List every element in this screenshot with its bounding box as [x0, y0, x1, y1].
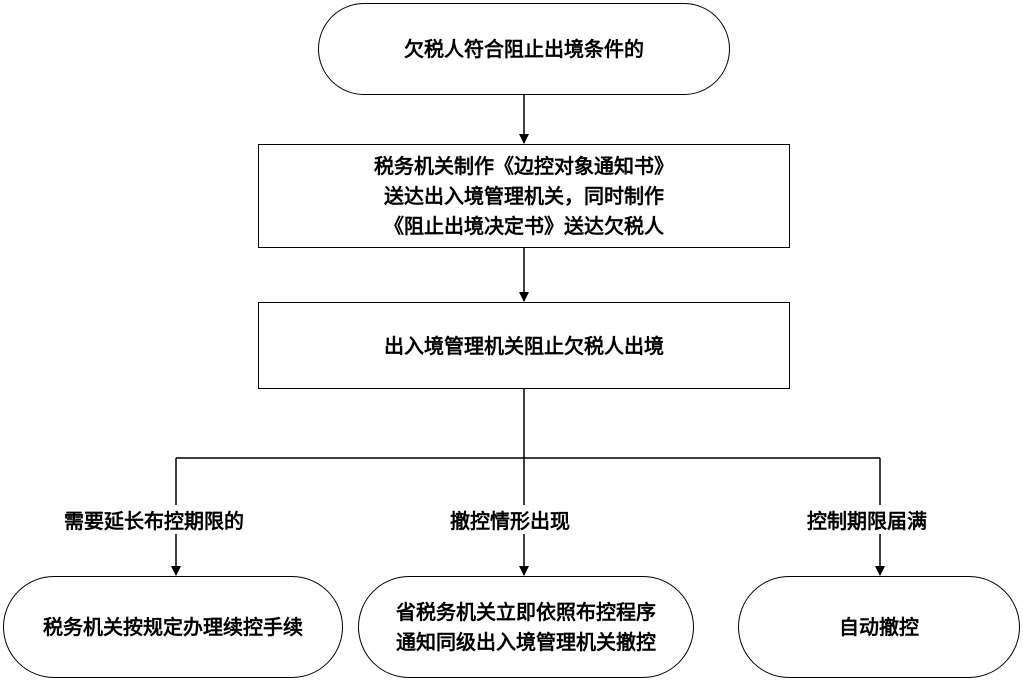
step-block-exit-text: 出入境管理机关阻止欠税人出境: [384, 333, 664, 358]
outcome-renew-text: 税务机关按规定办理续控手续: [43, 615, 303, 639]
outcome-revoke-node: 省税务机关立即依照布控程序 通知同级出入境管理机关撤控: [358, 576, 694, 678]
step-block-exit-node: 出入境管理机关阻止欠税人出境: [258, 302, 790, 389]
branch-label-revoke: 撤控情形出现: [448, 505, 572, 534]
outcome-auto-revoke-node: 自动撤控: [738, 576, 1020, 678]
step-notify-line-3: 《阻止出境决定书》送达欠税人: [384, 214, 664, 238]
outcome-revoke-line-1: 省税务机关立即依照布控程序: [396, 600, 656, 624]
outcome-renew-node: 税务机关按规定办理续控手续: [3, 576, 343, 678]
outcome-revoke-line-2: 通知同级出入境管理机关撤控: [396, 630, 656, 654]
step-notify-node: 税务机关制作《边控对象通知书》 送达出入境管理机关，同时制作 《阻止出境决定书》…: [258, 144, 790, 248]
step-notify-line-2: 送达出入境管理机关，同时制作: [384, 184, 664, 208]
branch-label-expire: 控制期限届满: [805, 505, 929, 534]
outcome-auto-revoke-text: 自动撤控: [839, 615, 919, 639]
start-text: 欠税人符合阻止出境条件的: [404, 37, 644, 61]
start-node: 欠税人符合阻止出境条件的: [318, 3, 730, 95]
step-notify-line-1: 税务机关制作《边控对象通知书》: [374, 154, 674, 178]
branch-label-extend: 需要延长布控期限的: [62, 505, 246, 534]
